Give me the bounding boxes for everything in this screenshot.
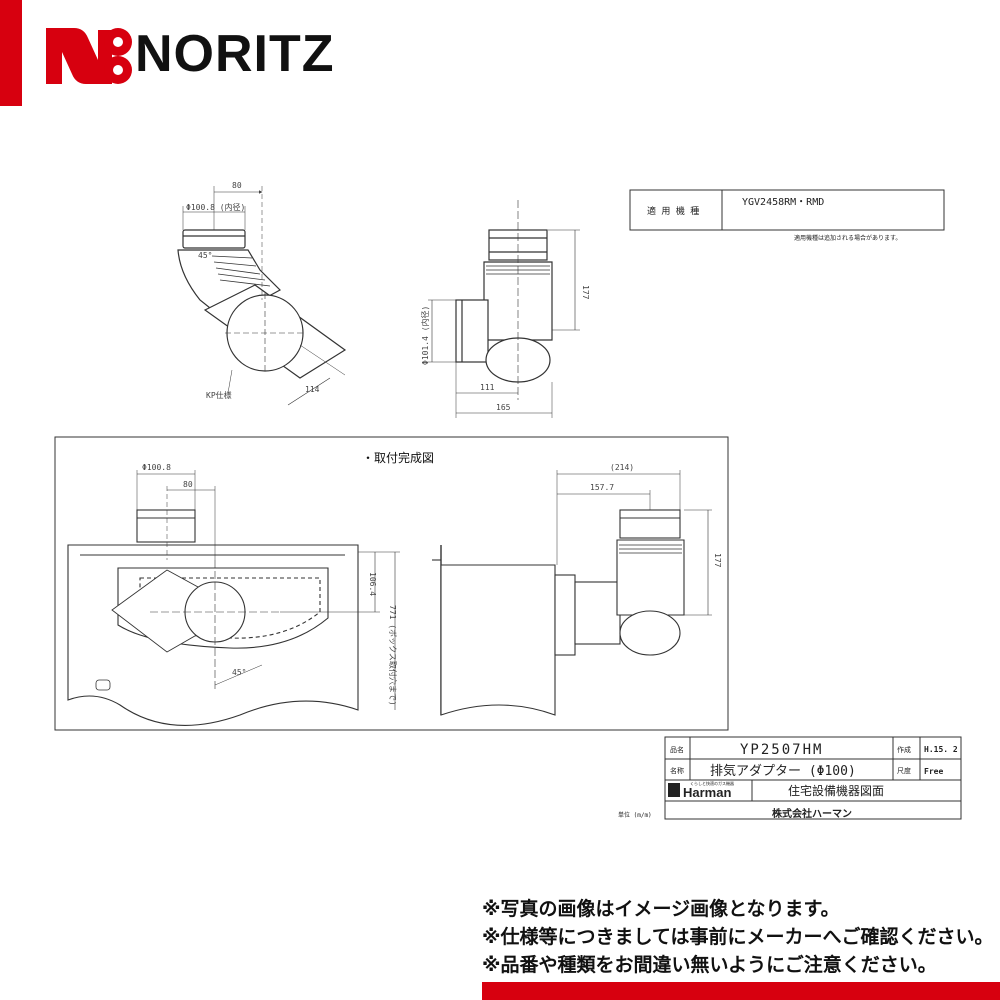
install-front-view (67, 470, 400, 726)
tb-row2-sub-value: Free (924, 767, 943, 776)
tb-company: 株式会社ハーマン (772, 807, 852, 820)
tb-row2-value: 排気アダプター (Φ100) (710, 763, 856, 779)
adapter-front-view (428, 200, 580, 418)
model-table-label: 適 用 機 種 (647, 205, 699, 217)
dim-angle-top: 45° (198, 251, 212, 260)
dim-diameter-top: Φ100.8 (内径) (186, 202, 245, 212)
tb-row2-label: 名称 (670, 766, 684, 775)
dim-177-install: 177 (713, 553, 722, 568)
title-block (664, 736, 962, 820)
footer-accent-bar (482, 982, 1000, 1000)
dim-106: 106.4 (368, 572, 377, 596)
dim-angle-install: 45° (232, 668, 246, 677)
dim-diameter-install: Φ100.8 (142, 463, 171, 472)
header-accent-bar (0, 0, 22, 106)
brand-name: NORITZ (135, 25, 335, 83)
label-kp: KP仕様 (206, 390, 232, 400)
noritz-logo-icon (46, 28, 132, 84)
tb-brand: Harman (683, 785, 731, 800)
harman-logo-icon (668, 783, 680, 797)
note-3: ※品番や種類をお間違い無いようにご注意ください。 (482, 954, 937, 976)
tb-row2-sub-label: 尺度 (897, 766, 911, 775)
install-side-view (432, 470, 712, 716)
tb-row3-value: 住宅設備機器図面 (788, 783, 884, 798)
note-1: ※写真の画像はイメージ画像となります。 (482, 898, 840, 920)
tb-row1-sub-label: 作成 (897, 745, 911, 754)
tb-row1-sub-value: H.15. 2 (924, 745, 958, 754)
dim-diameter-front: Φ101.4 (内径) (420, 306, 430, 365)
dim-157: 157.7 (590, 483, 614, 492)
dim-177-top: 177 (581, 285, 590, 300)
dim-165: 165 (496, 403, 511, 412)
note-2: ※仕様等につきましては事前にメーカーへご確認ください。 (482, 926, 994, 948)
dim-80-install: 80 (183, 480, 193, 489)
tb-row1-label: 品名 (670, 745, 684, 754)
model-table (629, 189, 945, 231)
notes: ※写真の画像はイメージ画像となります。 ※仕様等につきましては事前にメーカーへご… (482, 895, 994, 979)
tb-row1-value: YP2507HM (740, 742, 823, 758)
model-table-note: 適用機種は追加される場合があります。 (794, 234, 901, 242)
install-title: ・取付完成図 (362, 450, 434, 465)
tb-unit: 単位 (m/m) (618, 811, 652, 819)
elbow-side-view (177, 186, 347, 406)
dim-80-top: 80 (232, 181, 242, 190)
dim-214: (214) (610, 463, 634, 472)
dim-771: 771 (ボックス取付穴まで) (388, 605, 398, 706)
tb-brand-tag: くらしと快適のガス機器 (690, 780, 734, 786)
dim-111: 111 (480, 383, 495, 392)
dim-114: 114 (305, 385, 320, 394)
model-table-value: YGV2458RM・RMD (742, 197, 824, 208)
